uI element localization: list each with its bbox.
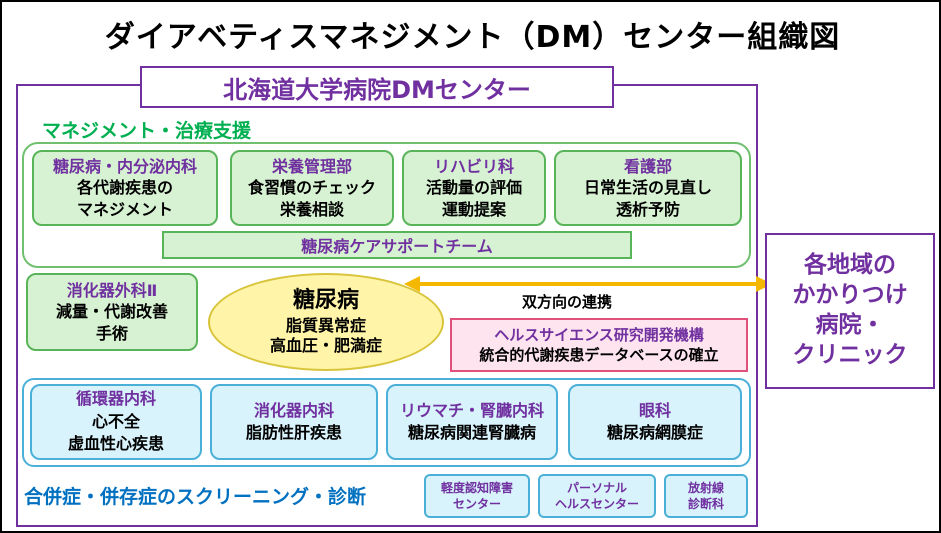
screening-region (22, 378, 751, 467)
bidirectional-arrow-icon (404, 276, 772, 292)
dept-line: 各代謝疾患の (76, 178, 173, 198)
dept-box-rheumatology-nephrology: リウマチ・腎臓内科 糖尿病関連腎臓病 (386, 384, 558, 460)
dept-line: 食習慣のチェック (247, 178, 376, 198)
dept-line: 放射線 (687, 480, 724, 495)
dept-box-cardiology: 循環器内科 心不全 虚血性心疾患 (30, 384, 202, 460)
core-title: 糖尿病 (292, 287, 359, 313)
dept-box-radiology: 放射線 診断科 (664, 474, 748, 518)
research-organization-box: ヘルスサイエンス研究開発機構 統合的代謝疾患データベースの確立 (450, 318, 748, 372)
dept-box-nutrition: 栄養管理部 食習慣のチェック 栄養相談 (230, 150, 394, 226)
dept-line: 診断科 (687, 497, 724, 511)
clinic-line: 病院・ (815, 312, 885, 338)
dept-box-rehabilitation: リハビリ科 活動量の評価 運動提案 (402, 150, 546, 226)
dept-line: 糖尿病関連腎臓病 (407, 423, 536, 442)
dept-box-gastroenterology: 消化器内科 脂肪性肝疾患 (210, 384, 378, 460)
dept-line: センター (452, 497, 501, 511)
link-label: 双方向の連携 (522, 293, 613, 311)
dept-heading: 看護部 (623, 156, 672, 176)
dept-line: マネジメント (76, 199, 173, 219)
dept-line: パーソナル (566, 480, 627, 495)
dept-line: 運動提案 (441, 199, 506, 219)
dept-box-diabetes-endocrinology: 糖尿病・内分泌内科 各代謝疾患の マネジメント (32, 150, 218, 226)
clinic-line: クリニック (792, 341, 908, 368)
dept-box-gi-surgery: 消化器外科Ⅱ 減量・代謝改善 手術 (26, 273, 198, 351)
dept-line: 脂肪性肝疾患 (245, 423, 342, 442)
dept-heading: リウマチ・腎臓内科 (399, 400, 544, 420)
dept-heading: 消化器外科Ⅱ (66, 280, 158, 300)
dept-line: 虚血性心疾患 (67, 434, 164, 454)
research-heading: ヘルスサイエンス研究開発機構 (494, 325, 704, 344)
dept-heading: リハビリ科 (433, 156, 514, 176)
research-line: 統合的代謝疾患データベースの確立 (479, 346, 719, 364)
dept-heading: 糖尿病・内分泌内科 (52, 156, 197, 176)
regional-clinics-box: 各地域の かかりつけ 病院・ クリニック (765, 233, 935, 389)
dept-line: 日常生活の見直し (583, 178, 712, 198)
dept-box-nursing: 看護部 日常生活の見直し 透析予防 (554, 150, 742, 226)
dept-line: 活動量の評価 (425, 178, 522, 198)
management-region (22, 142, 751, 268)
dept-heading: 眼科 (638, 400, 671, 420)
screening-section-label: 合併症・併存症のスクリーニング・診断 (24, 486, 367, 508)
dept-box-mci-center: 軽度認知障害 センター (424, 474, 530, 518)
core-line: 脂質異常症 (285, 315, 366, 335)
core-line: 高血圧・肥満症 (269, 336, 382, 356)
dept-heading: 栄養管理部 (271, 156, 352, 176)
dept-heading: 消化器内科 (253, 400, 334, 420)
management-section-label: マネジメント・治療支援 (42, 120, 252, 142)
dept-line: 手術 (95, 323, 128, 343)
clinic-line: かかりつけ (792, 282, 908, 309)
dept-line: 糖尿病網膜症 (606, 423, 703, 442)
dept-box-personal-health-center: パーソナル ヘルスセンター (538, 474, 656, 518)
center-name-box: 北海道大学病院DMセンター (140, 66, 614, 108)
diabetes-core-ellipse: 糖尿病 脂質異常症 高血圧・肥満症 (208, 273, 444, 371)
dept-heading: 循環器内科 (75, 389, 156, 409)
dept-line: 心不全 (91, 411, 140, 431)
dept-line: ヘルスセンター (554, 497, 639, 511)
dept-line: 栄養相談 (279, 199, 344, 219)
dept-line: 減量・代謝改善 (55, 302, 168, 322)
dept-line: 透析予防 (615, 199, 680, 219)
dept-line: 軽度認知障害 (440, 480, 513, 495)
care-support-team-box: 糖尿病ケアサポートチーム (162, 231, 632, 259)
chart-title: ダイアベティスマネジメント（DM）センター組織図 (104, 20, 841, 55)
clinic-line: 各地域の (804, 252, 896, 279)
dept-box-ophthalmology: 眼科 糖尿病網膜症 (568, 384, 742, 460)
